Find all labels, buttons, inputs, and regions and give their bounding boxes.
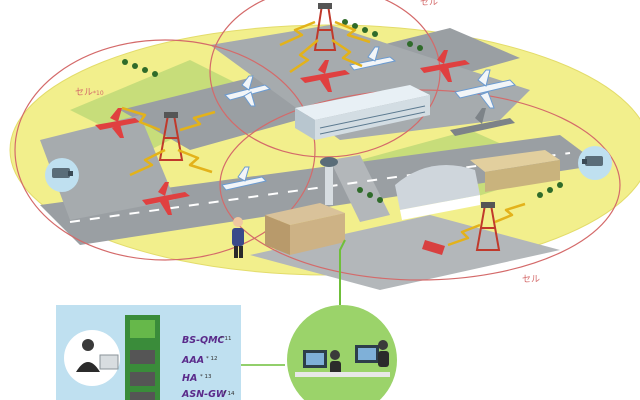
operator-person-icon xyxy=(76,339,100,372)
tree-row xyxy=(122,19,563,203)
airplane-icon xyxy=(95,108,140,138)
cell-label-top: セル xyxy=(420,0,438,8)
legend-item-0-note: * 11 xyxy=(220,336,232,342)
cell-label-bottom: セル xyxy=(522,274,540,285)
cell-range-left xyxy=(14,39,316,261)
control-tower xyxy=(320,157,338,205)
camera-icon xyxy=(578,146,612,180)
airplane-icon xyxy=(221,166,267,191)
hangar xyxy=(395,165,480,220)
legend-item-2-note: * 13 xyxy=(200,374,212,380)
network-equipment-panel: BS-QMC * 11 AAA * 12 HA * 13 ASN-GW * 14 xyxy=(56,305,241,400)
airplane-shadow xyxy=(450,108,515,136)
legend-item-1-note: * 12 xyxy=(206,356,218,362)
airplane-icon xyxy=(300,60,350,92)
airplane-icon xyxy=(224,75,272,107)
airplane-icon xyxy=(420,50,470,82)
server-rack-icon xyxy=(125,315,160,400)
control-room xyxy=(287,305,397,400)
cargo-building xyxy=(470,150,560,192)
legend-item-3: ASN-GW xyxy=(181,389,227,400)
base-station-tower-icon xyxy=(475,202,501,251)
cell-label-left: セル xyxy=(75,87,93,98)
apron-right xyxy=(210,25,530,140)
runway-main xyxy=(40,135,600,245)
legend-item-0: BS-QMC xyxy=(182,335,225,346)
legend-item-2: HA xyxy=(182,373,197,384)
legend-item-1: AAA xyxy=(181,355,204,366)
radio-signal xyxy=(121,20,526,247)
taxiway-left xyxy=(40,115,175,220)
cell-range-top xyxy=(209,0,441,158)
cell-label-left-note: *10 xyxy=(93,90,104,97)
base-station-tower-icon xyxy=(158,112,184,161)
worker-person-icon xyxy=(232,217,244,258)
road-bottom xyxy=(250,215,560,290)
camera-icon xyxy=(45,158,79,192)
legend-item-3-note: * 14 xyxy=(223,391,235,397)
terminal-building xyxy=(295,85,430,140)
base-station-tower-icon xyxy=(313,3,337,51)
office-building xyxy=(265,203,345,255)
airplane-icon xyxy=(142,182,190,215)
network-link xyxy=(339,239,346,305)
bus-icon xyxy=(422,240,445,255)
airplane-icon xyxy=(454,69,516,109)
